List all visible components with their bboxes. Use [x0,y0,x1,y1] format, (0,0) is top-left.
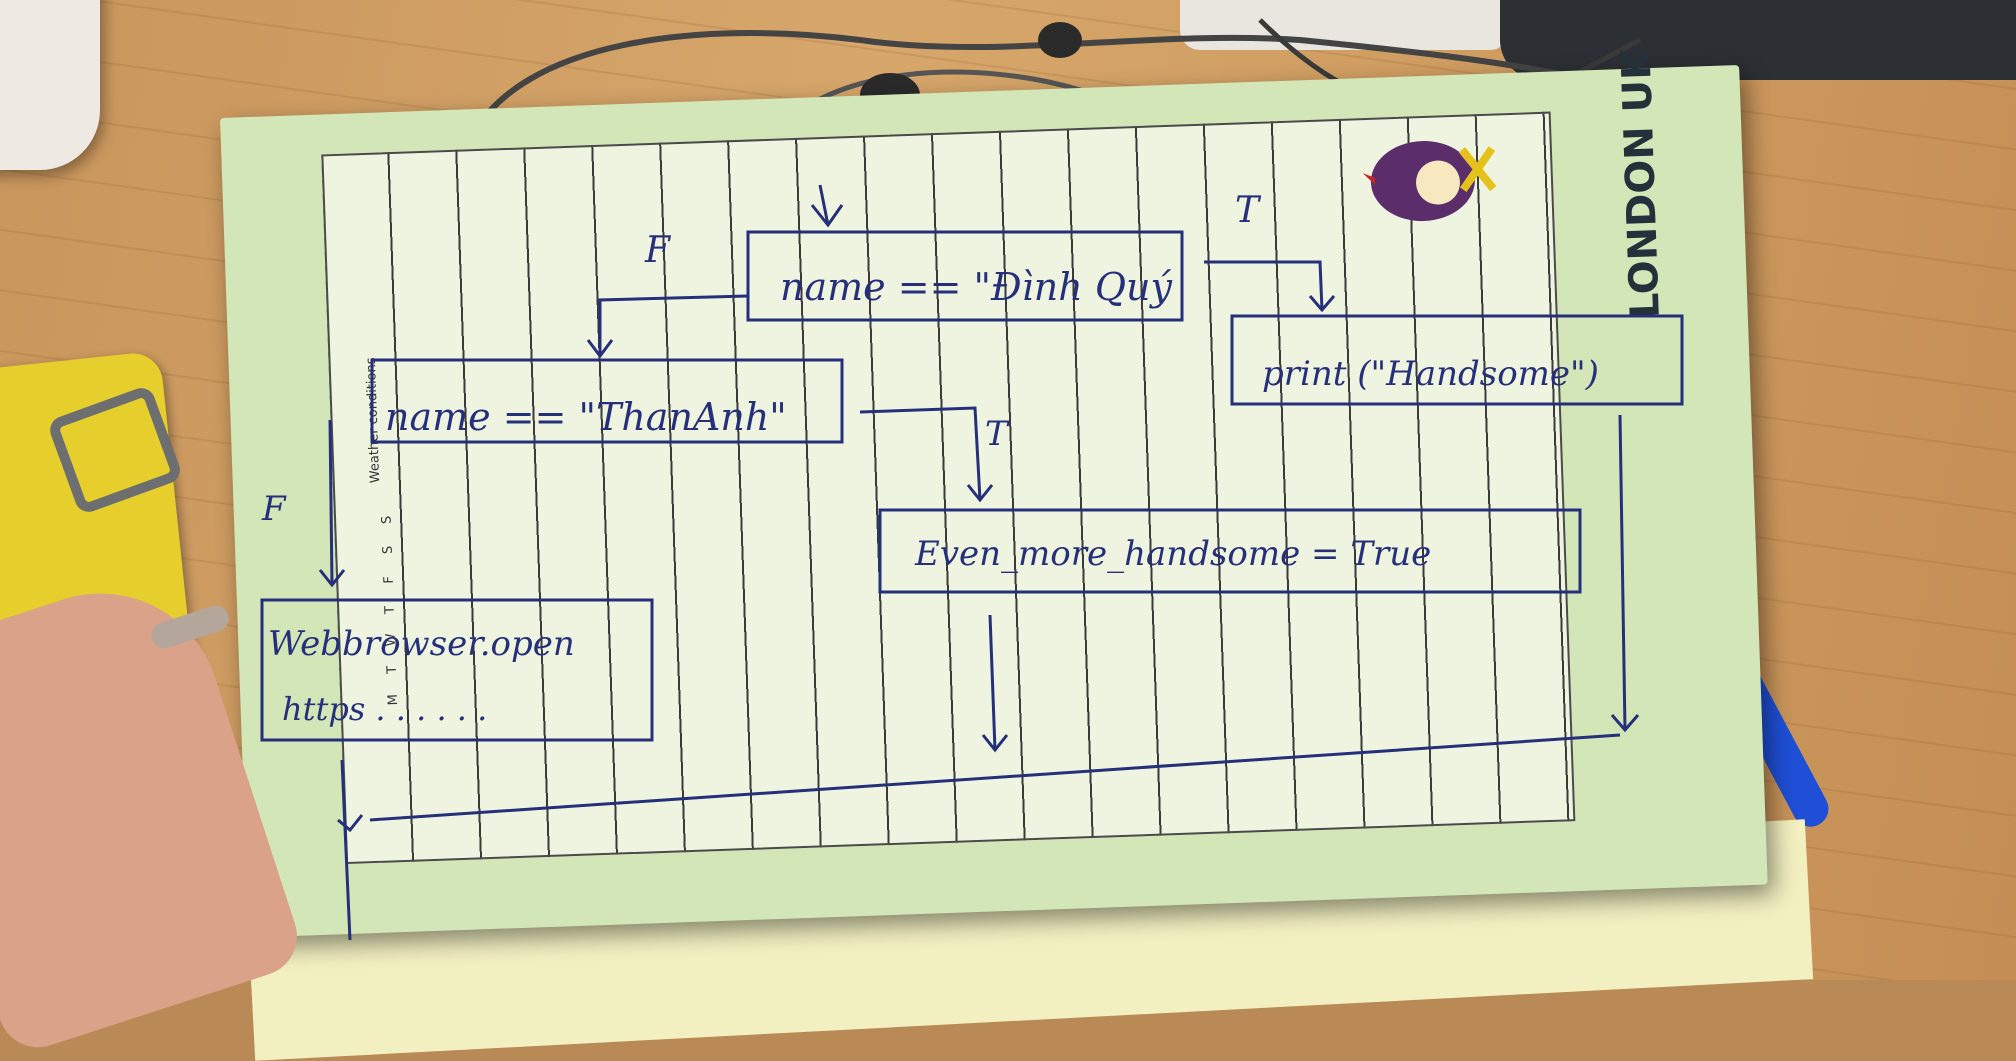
node-top-text: name == "Đình Quý [780,265,1172,309]
arrow-start [810,184,844,228]
arrow-false-1 [586,294,749,359]
decision-box-top [746,230,1184,322]
false-label-top: F [644,230,672,271]
white-bowl [0,0,100,170]
arrow-true-2 [859,406,994,503]
arrow-false-2 [318,419,346,588]
notebook-page: M T W T F S S Weather conditions LONDON … [220,48,1768,938]
decision-box-second [370,358,844,444]
browser-box [260,598,654,742]
arrow-true-1 [1204,260,1336,313]
true-label-top: T [1235,190,1262,231]
arrow-exit [337,759,364,941]
arrow-print-down [1610,414,1640,733]
arrow-assign-down [981,614,1009,753]
print-box [1230,314,1684,406]
node-assign-text: Even_more_handsome = True [914,534,1431,574]
node-print-text: print ("Handsome") [1262,354,1599,394]
true-label-second: T [985,414,1010,454]
node-second-text: name == "ThanAnh" [385,395,787,439]
node-browser-text-1: Webbrowser.open [268,624,575,664]
flowchart-drawing: name == "Đình Quý name == "ThanAnh" prin… [260,184,1684,941]
royal-guard-icon [1362,141,1497,222]
merge-line [369,733,1621,822]
assign-box [878,508,1582,594]
false-label-second: F [261,489,287,529]
node-browser-text-2: https . . . . . . [282,690,487,728]
